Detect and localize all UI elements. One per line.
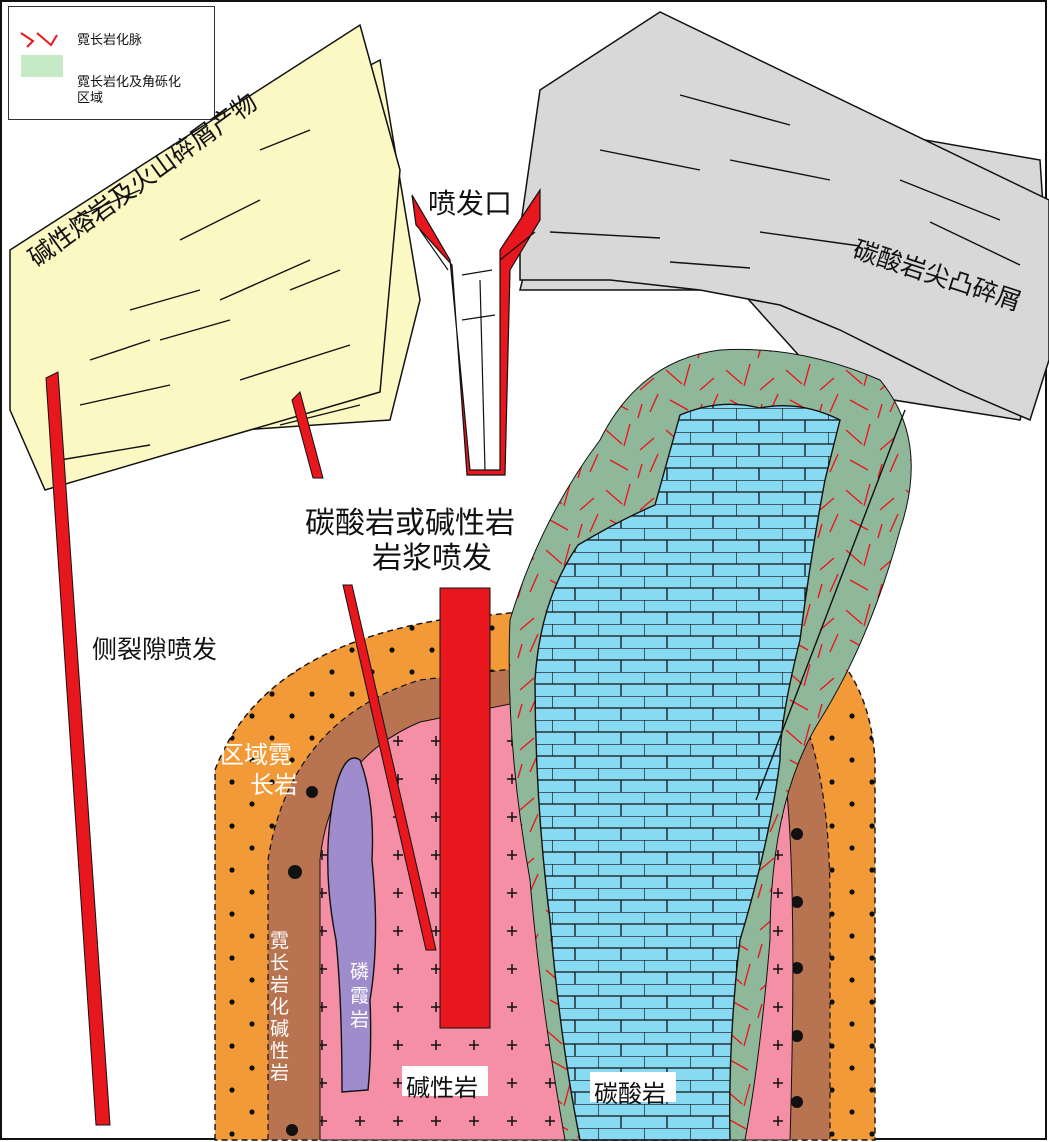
legend-zone-label-2: 区域 [77, 91, 104, 106]
lava-block-front [9, 23, 401, 491]
breccia-block-front [519, 11, 1049, 422]
carbonatite-body [534, 403, 841, 1141]
green-swatch [21, 55, 63, 77]
feeder-dike [439, 587, 491, 1029]
ijolite-body [327, 757, 377, 1093]
eruption-label-1: 碳酸岩或碱性岩 [305, 506, 515, 541]
inclined-dike [342, 584, 437, 951]
carbonatite-label: 碳酸岩 [594, 1080, 666, 1108]
regional-fenite-label-1: 区域霓 [220, 741, 292, 769]
vent-label: 喷发口 [428, 187, 513, 220]
eruption-label-2: 岩浆喷发 [372, 541, 492, 576]
lava-strata [59, 129, 361, 461]
fissure-label: 侧裂隙喷发 [92, 635, 218, 664]
fissure-dike-short [291, 391, 324, 479]
fault-line [755, 409, 906, 801]
ijolite-label: 磷霞岩 [350, 961, 370, 1031]
fissure-dike-long [45, 371, 111, 1126]
vent-conduit [411, 188, 541, 476]
legend-zone-label-1: 霓长岩化及角砾化 [77, 75, 182, 90]
fenitized-alkaline-label: 霓长 岩化 碱性 岩 [270, 930, 290, 1084]
breccia-strata [549, 94, 1021, 269]
alkaline-rock-label: 碱性岩 [406, 1074, 478, 1102]
red-vein-icon [20, 32, 58, 48]
legend: 霓长岩化脉 霓长岩化及角砾化 区域 [8, 6, 215, 120]
regional-fenite-label-2: 长岩 [250, 771, 298, 799]
legend-vein-label: 霓长岩化脉 [77, 33, 143, 48]
